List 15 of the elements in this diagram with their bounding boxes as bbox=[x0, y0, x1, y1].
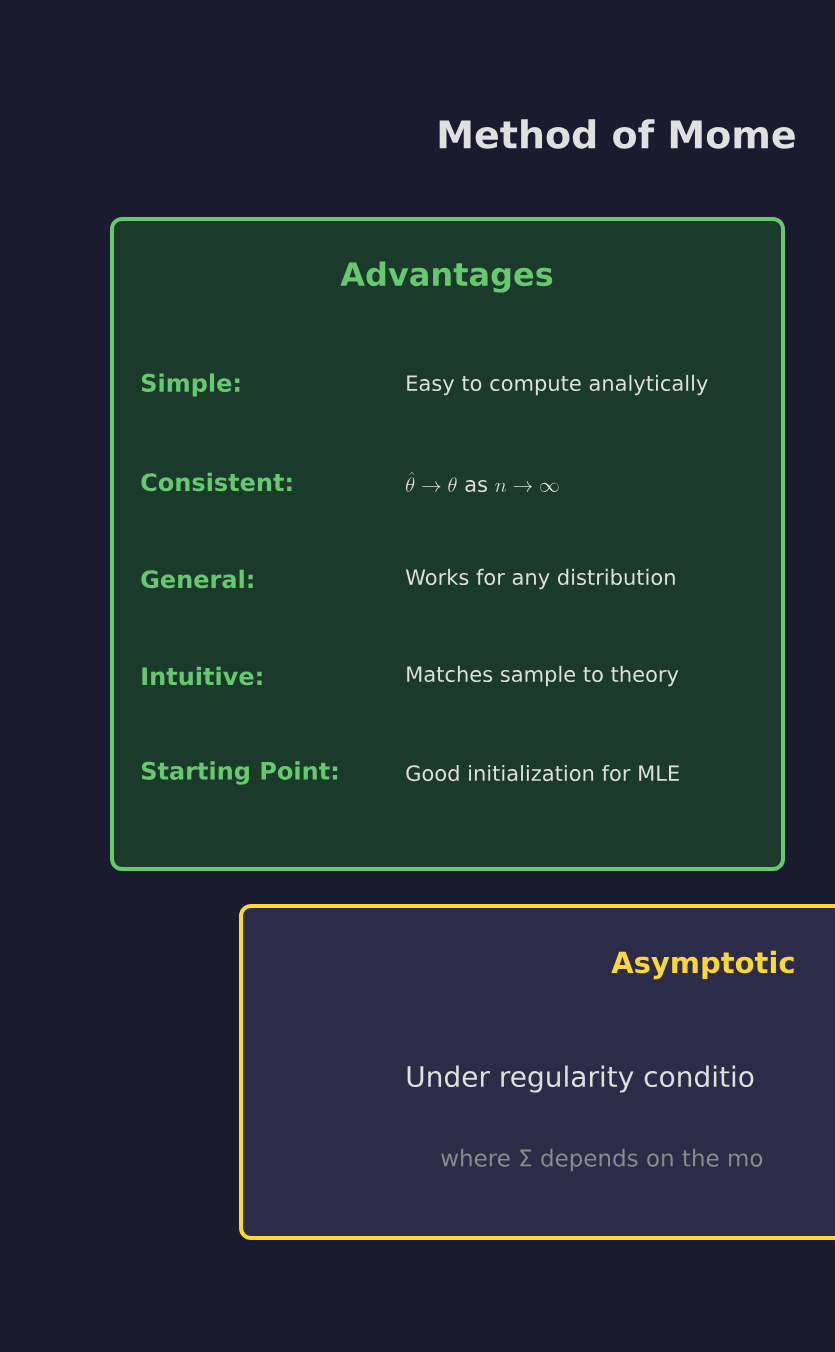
term-description: Matches sample to theory bbox=[407, 665, 679, 687]
term-label: Simple: bbox=[141, 373, 240, 397]
term-label: Intuitive: bbox=[142, 666, 262, 686]
note-text: where Σ depends on the mo bbox=[441, 1148, 763, 1172]
term-description: Good initialization for MLE bbox=[406, 764, 679, 782]
term-label: General: bbox=[141, 569, 253, 589]
term-description: $\hat{\theta}\to\theta\mbox{ as }n\to\infty$ bbox=[406, 471, 559, 493]
statement-text: Under regularity conditio bbox=[407, 1065, 754, 1093]
panel-heading: Asymptotic bbox=[611, 950, 794, 980]
diagram-title: Method of Mome bbox=[439, 119, 795, 149]
panel-heading: Advantages bbox=[340, 261, 553, 293]
term-description: Easy to compute analytically bbox=[407, 374, 708, 396]
term-description: Works for any distribution bbox=[405, 568, 675, 590]
term-label: Consistent: bbox=[141, 472, 292, 492]
term-label: Starting Point: bbox=[141, 761, 338, 785]
